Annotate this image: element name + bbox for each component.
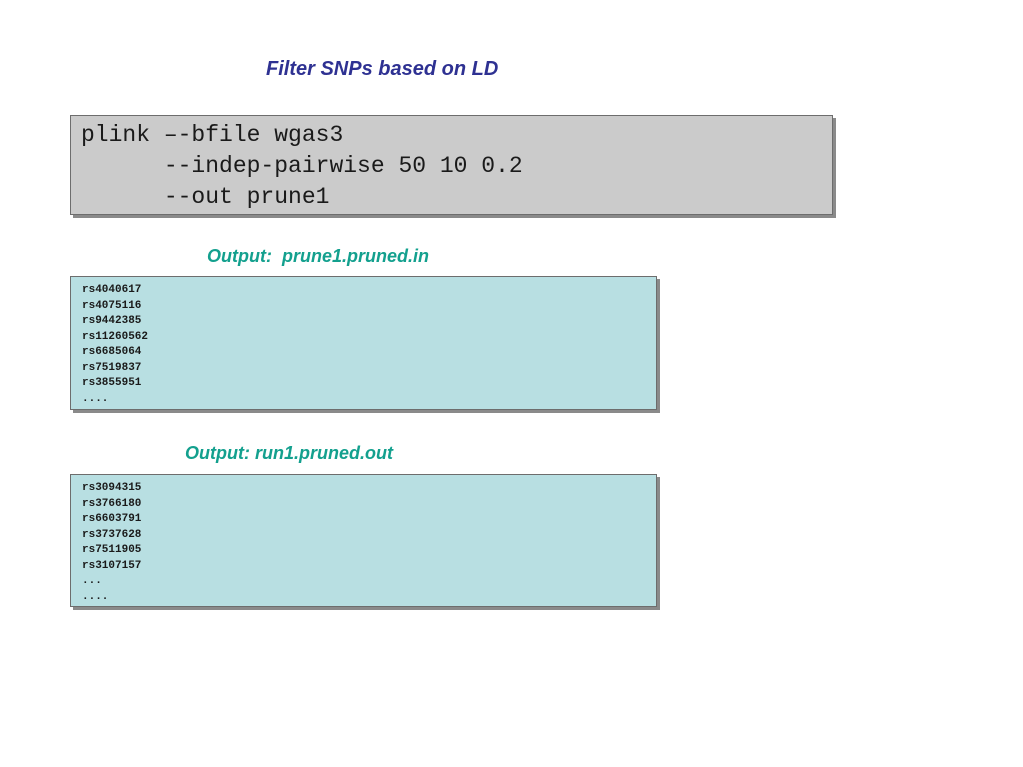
output-pruned-out-label: Output: run1.pruned.out [185,443,393,463]
pruned-out-list: rs3094315 rs3766180 rs6603791 rs3737628 … [71,475,656,605]
list-item: rs3766180 [82,497,142,510]
list-item: rs4040617 [82,284,142,296]
pruned-in-list-box: rs4040617 rs4075116 rs9442385 rs11260562… [70,276,657,410]
command-box: plink –-bfile wgas3 --indep-pairwise 50 … [70,115,833,215]
list-item: rs9442385 [82,315,142,327]
page-title: Filter SNPs based on LD [266,58,499,80]
list-item: .... [82,590,109,603]
list-item: rs7519837 [82,361,142,374]
list-item: rs3094315 [82,482,142,494]
command-line: --indep-pairwise 50 10 0.2 [81,153,523,179]
list-item: .... [82,392,109,405]
list-item: rs7511905 [82,544,142,556]
list-item: rs3107157 [82,559,142,572]
list-item: rs6603791 [82,513,142,525]
output-pruned-in-label: Output: prune1.pruned.in [207,246,429,266]
pruned-out-list-box: rs3094315 rs3766180 rs6603791 rs3737628 … [70,474,657,607]
command-line: --out prune1 [81,184,330,210]
command-line: plink –-bfile wgas3 [81,122,344,148]
list-item: ... [82,575,102,587]
list-item: rs3737628 [82,528,142,541]
list-item: rs6685064 [82,346,142,358]
list-item: rs11260562 [82,330,149,343]
list-item: rs4075116 [82,299,142,312]
pruned-in-list: rs4040617 rs4075116 rs9442385 rs11260562… [71,277,656,407]
list-item: rs3855951 [82,377,142,389]
